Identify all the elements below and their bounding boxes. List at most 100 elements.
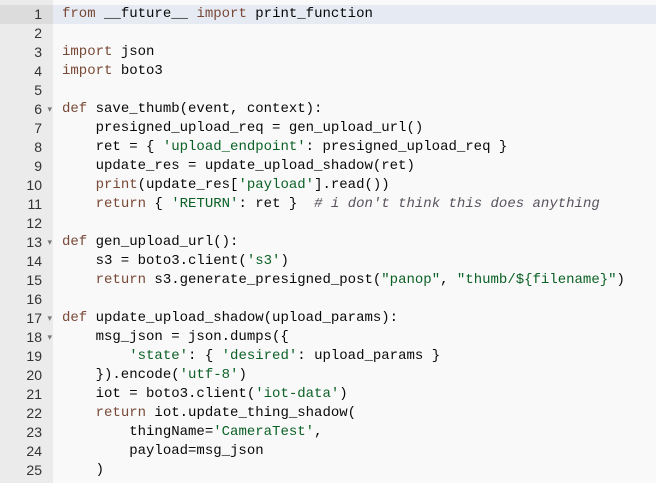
code-token: ) bbox=[238, 367, 247, 383]
code-token: s3 = boto3.client( bbox=[62, 253, 247, 269]
line-number: 7 bbox=[0, 119, 53, 138]
code-token bbox=[62, 405, 96, 421]
code-line[interactable]: payload=msg_json bbox=[62, 442, 656, 461]
code-line[interactable] bbox=[62, 24, 656, 43]
code-token: update_upload_shadow(upload_params): bbox=[87, 310, 399, 326]
line-number: 3 bbox=[0, 43, 53, 62]
code-token-cm: # i don't think this does anything bbox=[314, 196, 600, 212]
code-line[interactable]: return s3.generate_presigned_post("panop… bbox=[62, 271, 656, 290]
line-number-text: 9 bbox=[34, 158, 42, 174]
code-line[interactable]: def update_upload_shadow(upload_params): bbox=[62, 309, 656, 328]
line-number: 6▾ bbox=[0, 100, 53, 119]
code-line[interactable]: return { 'RETURN': ret } # i don't think… bbox=[62, 195, 656, 214]
line-number-text: 8 bbox=[34, 139, 42, 155]
code-token-kw: import bbox=[62, 44, 113, 60]
line-number-text: 7 bbox=[34, 120, 42, 136]
line-number-text: 22 bbox=[26, 405, 42, 421]
line-number-text: 16 bbox=[26, 291, 42, 307]
code-token: print_function bbox=[246, 6, 373, 22]
code-token: __future__ bbox=[95, 6, 197, 22]
line-number: 18▾ bbox=[0, 328, 53, 347]
code-token: , bbox=[440, 272, 457, 288]
line-number: 23 bbox=[0, 423, 53, 442]
code-line[interactable]: ) bbox=[62, 461, 656, 480]
line-number-text: 20 bbox=[26, 367, 42, 383]
code-token bbox=[62, 196, 96, 212]
code-token: json bbox=[112, 44, 155, 60]
code-token: : upload_params } bbox=[297, 348, 441, 364]
code-token-kw: return bbox=[95, 405, 147, 421]
code-token-kw: def bbox=[62, 310, 88, 326]
line-number-text: 10 bbox=[26, 177, 42, 193]
line-number: 20 bbox=[0, 366, 53, 385]
code-token: thingName= bbox=[62, 424, 214, 440]
code-token-kw: def bbox=[62, 101, 88, 117]
line-number-text: 4 bbox=[34, 63, 42, 79]
code-line[interactable]: presigned_upload_req = gen_upload_url() bbox=[62, 119, 656, 138]
code-token: iot.update_thing_shadow( bbox=[146, 405, 357, 421]
code-token: gen_upload_url(): bbox=[87, 234, 239, 250]
fold-arrow-icon[interactable]: ▾ bbox=[47, 313, 52, 323]
line-number: 11 bbox=[0, 195, 53, 214]
line-number: 9 bbox=[0, 157, 53, 176]
code-token-kw: from bbox=[62, 6, 96, 22]
code-line[interactable]: return iot.update_thing_shadow( bbox=[62, 404, 656, 423]
code-token-str: 'payload' bbox=[238, 177, 315, 193]
fold-arrow-icon[interactable]: ▾ bbox=[47, 237, 52, 247]
code-line[interactable]: import boto3 bbox=[62, 62, 656, 81]
code-token bbox=[62, 177, 96, 193]
fold-arrow-icon[interactable]: ▾ bbox=[47, 104, 52, 114]
code-token-str: 'state' bbox=[129, 348, 189, 364]
code-line[interactable]: from __future__ import print_function bbox=[53, 5, 656, 24]
line-number: 14 bbox=[0, 252, 53, 271]
line-number-text: 11 bbox=[27, 196, 42, 212]
line-number-text: 2 bbox=[34, 25, 42, 41]
line-number: 10 bbox=[0, 176, 53, 195]
code-token: ) bbox=[62, 462, 105, 478]
code-line[interactable]: print(update_res['payload'].read()) bbox=[62, 176, 656, 195]
code-line[interactable]: update_res = update_upload_shadow(ret) bbox=[62, 157, 656, 176]
line-number-text: 25 bbox=[26, 462, 42, 478]
code-token-fn: print bbox=[95, 177, 138, 193]
code-line[interactable]: 'state': { 'desired': upload_params } bbox=[62, 347, 656, 366]
code-line[interactable]: ret = { 'upload_endpoint': presigned_upl… bbox=[62, 138, 656, 157]
code-token: }).encode( bbox=[62, 367, 180, 383]
line-number: 19 bbox=[0, 347, 53, 366]
code-line[interactable] bbox=[62, 290, 656, 309]
code-line[interactable] bbox=[62, 81, 656, 100]
code-line[interactable] bbox=[62, 214, 656, 233]
code-token: presigned_upload_req = gen_upload_url() bbox=[62, 120, 424, 136]
code-line[interactable]: msg_json = json.dumps({ bbox=[62, 328, 656, 347]
code-token-str: "thumb/${filename}" bbox=[456, 272, 617, 288]
code-token: ) bbox=[280, 253, 289, 269]
code-token bbox=[62, 272, 96, 288]
code-token: : { bbox=[188, 348, 222, 364]
code-line[interactable]: }).encode('utf-8') bbox=[62, 366, 656, 385]
code-token-str: 'iot-data' bbox=[255, 386, 340, 402]
code-line[interactable]: iot = boto3.client('iot-data') bbox=[62, 385, 656, 404]
code-token-kw: return bbox=[95, 272, 147, 288]
line-number-text: 23 bbox=[26, 424, 42, 440]
code-token: ret = { bbox=[62, 139, 163, 155]
code-line[interactable]: s3 = boto3.client('s3') bbox=[62, 252, 656, 271]
code-token: update_res = update_upload_shadow(ret) bbox=[62, 158, 415, 174]
line-number: 1 bbox=[0, 5, 53, 24]
code-line[interactable]: def save_thumb(event, context): bbox=[62, 100, 656, 119]
code-token: , bbox=[314, 424, 323, 440]
line-number-text: 24 bbox=[26, 443, 42, 459]
line-number-text: 5 bbox=[34, 82, 42, 98]
fold-arrow-icon[interactable]: ▾ bbox=[47, 332, 52, 342]
code-token-str: 'CameraTest' bbox=[213, 424, 315, 440]
code-line[interactable]: def gen_upload_url(): bbox=[62, 233, 656, 252]
code-line[interactable]: thingName='CameraTest', bbox=[62, 423, 656, 442]
line-number: 13▾ bbox=[0, 233, 53, 252]
code-token: payload=msg_json bbox=[62, 443, 264, 459]
code-token-str: 'utf-8' bbox=[179, 367, 239, 383]
line-number-text: 3 bbox=[34, 44, 42, 60]
code-line[interactable]: import json bbox=[62, 43, 656, 62]
line-number: 2 bbox=[0, 24, 53, 43]
line-number: 25 bbox=[0, 461, 53, 480]
